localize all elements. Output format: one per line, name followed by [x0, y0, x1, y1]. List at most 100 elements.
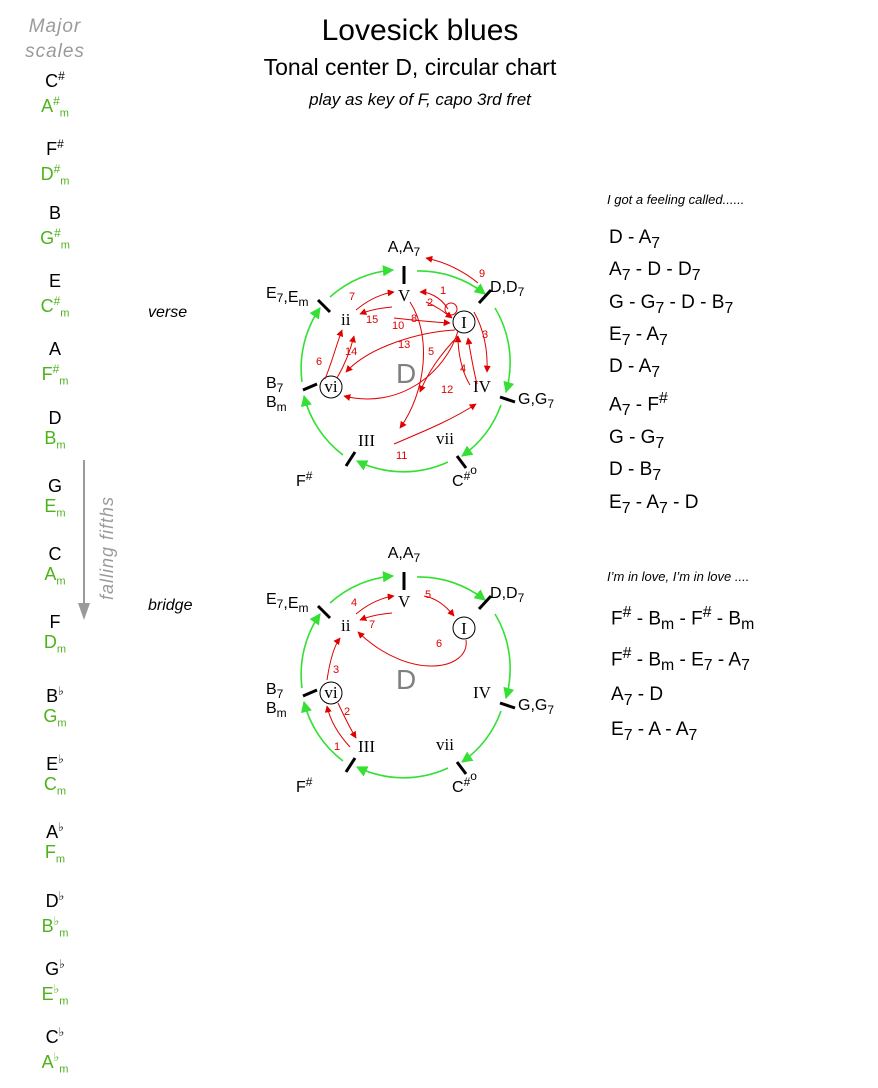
svg-text:7: 7	[349, 291, 355, 303]
degree-v7: V	[398, 286, 411, 305]
bridge-degree-vi: vi	[324, 683, 338, 702]
scale-item: B♭Gm	[20, 681, 90, 734]
degree-i: I	[461, 313, 467, 332]
verse-wheel: A,A7 D,D7 G,G7 C#o F# B7 Bm E7,Em V I ii…	[266, 239, 554, 490]
major-key: C	[48, 544, 62, 565]
bridge-lyric: I’m in love, I’m in love ....	[607, 569, 750, 584]
progression-line: E7 - A7	[609, 323, 668, 349]
svg-text:11: 11	[396, 450, 407, 462]
degree-ii: ii	[341, 310, 351, 329]
major-key: E♭	[46, 752, 64, 774]
relative-minor: Bm	[44, 427, 66, 452]
svg-text:6: 6	[316, 356, 322, 368]
progression-line: A7 - D - D7	[609, 259, 701, 285]
relative-minor: A#m	[41, 94, 69, 120]
relative-minor: Am	[44, 564, 66, 588]
verse-red-arrows	[324, 255, 491, 445]
verse-lyric: I got a feeling called......	[607, 192, 745, 207]
verse-progression: D - A7 A7 - D - D7 G - G7 - D - B7 E7 - A7 D…	[609, 225, 733, 522]
tonal-center-d: D	[396, 358, 416, 389]
bridge-chord-c-sharp-dim: C#o	[452, 769, 477, 796]
bridge-green-ring	[300, 571, 515, 779]
bridge-ticks	[302, 572, 516, 775]
relative-minor: A♭m	[41, 1050, 69, 1076]
svg-text:7: 7	[369, 619, 375, 631]
scale-item: C♭A♭m	[20, 1022, 90, 1080]
scale-item: A♭Fm	[20, 817, 90, 870]
bridge-degree-ii: ii	[341, 616, 351, 635]
scale-item: F#D#m	[20, 134, 90, 192]
progression-line: A7 - D	[611, 684, 664, 710]
bridge-chord-g-g7: G,G7	[518, 697, 554, 717]
major-key: B♭	[46, 683, 64, 706]
progression-line: F# - Bm - F# - Bm	[611, 604, 755, 634]
degree-vii-dim: vii	[436, 429, 454, 448]
capo-note: play as key of F, capo 3rd fret	[309, 90, 531, 109]
progression-line: D - A7	[609, 227, 661, 252]
svg-text:2: 2	[344, 706, 350, 718]
progression-line: G - G7	[609, 427, 665, 452]
svg-text:1: 1	[440, 285, 446, 297]
progression-line: E7 - A7 - D	[609, 491, 699, 517]
scale-item: E♭Cm	[20, 749, 90, 802]
major-key: F#	[46, 137, 64, 160]
falling-fifths-arrow: falling fifths	[78, 460, 117, 620]
degree-iii7: III	[358, 431, 375, 450]
scale-item: C# A#m	[20, 66, 90, 124]
scale-item: G♭E♭m	[20, 954, 90, 1012]
bridge-wheel: A,A7 D,D7 G,G7 C#o F# B7 Bm E7,Em V I ii…	[266, 545, 554, 796]
bridge-degree-iv: IV	[473, 683, 492, 702]
chord-f-sharp: F#	[296, 469, 313, 490]
degree-vi: vi	[324, 377, 338, 396]
relative-minor: B♭m	[41, 913, 69, 940]
svg-text:14: 14	[345, 346, 357, 358]
major-key: C#	[45, 69, 65, 91]
major-key: G	[47, 475, 62, 496]
bridge-step-numbers: 1 2 3 4 5 6 7	[333, 589, 442, 753]
relative-minor: Em	[44, 495, 66, 520]
relative-minor: Cm	[43, 774, 67, 798]
progression-line: A7 - F#	[609, 390, 668, 420]
bridge-tonal-center-d: D	[396, 664, 416, 695]
svg-text:5: 5	[425, 589, 431, 601]
major-key: A	[48, 339, 61, 360]
bridge-chord-d-d7: D,D7	[490, 585, 525, 605]
svg-text:1: 1	[334, 741, 340, 753]
degree-vi-circle	[319, 375, 343, 399]
bridge-degree-vii-dim: vii	[436, 735, 454, 754]
major-key: C♭	[45, 1025, 65, 1048]
page-title: Lovesick blues	[321, 14, 519, 47]
degree-iv: IV	[473, 377, 492, 396]
chord-e7-em: E7,Em	[266, 285, 308, 309]
chord-c-sharp-dim: C#o	[452, 463, 477, 490]
verse-green-ring	[300, 265, 515, 473]
svg-text:9: 9	[479, 268, 485, 280]
progression-line: E7 - A - A7	[611, 719, 698, 744]
chord-g-g7: G,G7	[518, 391, 554, 411]
svg-text:6: 6	[436, 638, 442, 650]
verse-label: verse	[148, 304, 188, 321]
bridge-chord-b7: B7	[266, 681, 284, 701]
bridge-chord-e7-em: E7,Em	[266, 591, 308, 615]
progression-line: G - G7 - D - B7	[609, 291, 734, 317]
chord-bm: Bm	[266, 394, 287, 414]
relative-minor: Fm	[44, 842, 66, 866]
bridge-chord-f-sharp: F#	[296, 775, 313, 796]
relative-minor: F#m	[41, 362, 69, 388]
major-key: G♭	[45, 956, 65, 979]
major-scales-heading: Major scales	[25, 16, 85, 62]
bridge-chord-bm: Bm	[266, 700, 287, 720]
relative-minor: E♭m	[41, 981, 69, 1008]
progression-line: D - A7	[609, 356, 661, 381]
major-key: E	[48, 270, 61, 291]
relative-minor: Gm	[43, 705, 67, 730]
chord-a-a7: A,A7	[388, 239, 421, 259]
major-key: D	[48, 407, 62, 428]
